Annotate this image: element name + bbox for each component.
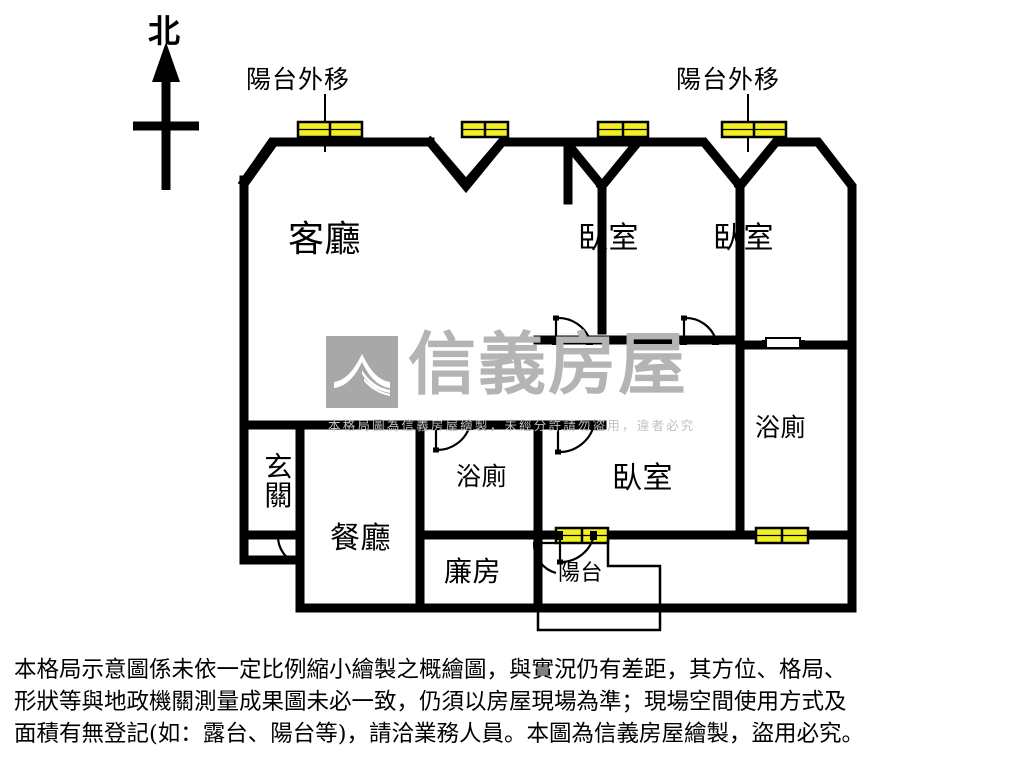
window-living-north: [296, 120, 364, 139]
room-label-bedroom-north-east: 臥室: [713, 221, 774, 256]
callout-balcony-relocation-right: 陽台外移: [676, 65, 781, 94]
disclaimer-text: 本格局示意圖係未依一定比例縮小繪製之概繪圖，與實況仍有差距，其方位、格局、 形狀…: [14, 655, 1012, 751]
disclaimer-line-3: 面積有無登記(如：露台、陽台等)，請洽業務人員。本圖為信義房屋繪製，盜用必究。: [14, 720, 865, 747]
disclaimer-line-1: 本格局示意圖係未依一定比例縮小繪製之概繪圖，與實況仍有差距，其方位、格局、: [14, 657, 847, 683]
room-label-foyer: 玄關: [260, 452, 294, 509]
window-bedroom-east-north: [720, 120, 788, 139]
disclaimer-line-2: 形狀等與地政機關測量成果圖未必一致，仍須以房屋現場為準；現場空間使用方式及: [14, 688, 847, 715]
room-label-bathroom-east: 浴廁: [755, 413, 807, 442]
window-group: [296, 120, 810, 545]
room-label-kitchen: 廉房: [444, 555, 502, 588]
interior-walls: [239, 335, 857, 613]
room-label-balcony: 陽台: [558, 561, 604, 586]
window-bedroom-south: [554, 526, 610, 545]
door-jambs: [272, 336, 719, 540]
compass-north-label: 北: [148, 12, 181, 50]
callout-balcony-relocation-left: 陽台外移: [246, 65, 351, 94]
room-label-living-room: 客廳: [288, 219, 362, 260]
north-arrow-icon: [133, 42, 199, 190]
window-bedroom-mid-north: [460, 120, 510, 139]
balcony-extension-outline: [536, 540, 662, 632]
room-label-bathroom-inner: 浴廁: [456, 462, 508, 491]
window-bedroom-east-mid-north: [596, 120, 650, 139]
room-label-bedroom-north-middle: 臥室: [578, 221, 639, 256]
room-label-dining-room: 餐廳: [330, 521, 391, 556]
room-label-bedroom-south: 臥室: [612, 461, 673, 496]
sliding-door-bathroom-east: [762, 337, 805, 349]
window-bathroom-east-south: [754, 526, 810, 545]
